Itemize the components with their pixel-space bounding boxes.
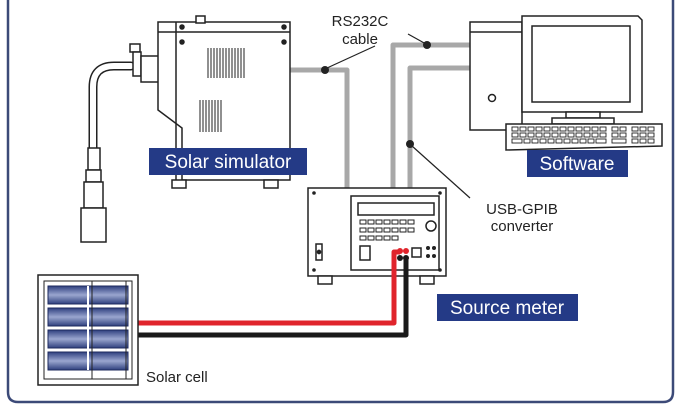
usb-gpib-leader <box>411 145 471 199</box>
rs232c-cable <box>290 42 470 188</box>
meter-dots <box>312 191 442 272</box>
label-software-box <box>527 150 628 177</box>
label-solar-cell: Solar cell <box>146 369 208 386</box>
label-usb-gpib: USB-GPIB <box>486 201 558 218</box>
simulator-vent <box>199 48 245 132</box>
label-software: Software <box>540 154 615 175</box>
label-source-meter: Source meter <box>450 298 565 319</box>
keyboard-keys <box>511 126 655 144</box>
label-source-meter-box <box>437 294 578 321</box>
solar-simulator-icon <box>80 15 291 243</box>
label-rs232c-cable: cable <box>342 31 378 48</box>
cable-dot <box>423 41 431 49</box>
rs232c-leader <box>407 33 427 45</box>
label-rs232c: RS232C <box>332 13 389 30</box>
label-usb-gpib-converter: converter <box>491 218 554 235</box>
usb-gpib-cable <box>407 65 470 188</box>
red-test-lead <box>128 249 400 326</box>
rs232c-leader <box>326 45 376 69</box>
meter-buttons <box>359 219 415 241</box>
solar-cell-icon <box>37 274 139 386</box>
diagram-frame <box>6 0 675 404</box>
black-test-lead <box>128 258 409 338</box>
label-solar-simulator-box <box>149 148 307 175</box>
label-solar-simulator: Solar simulator <box>165 152 292 173</box>
